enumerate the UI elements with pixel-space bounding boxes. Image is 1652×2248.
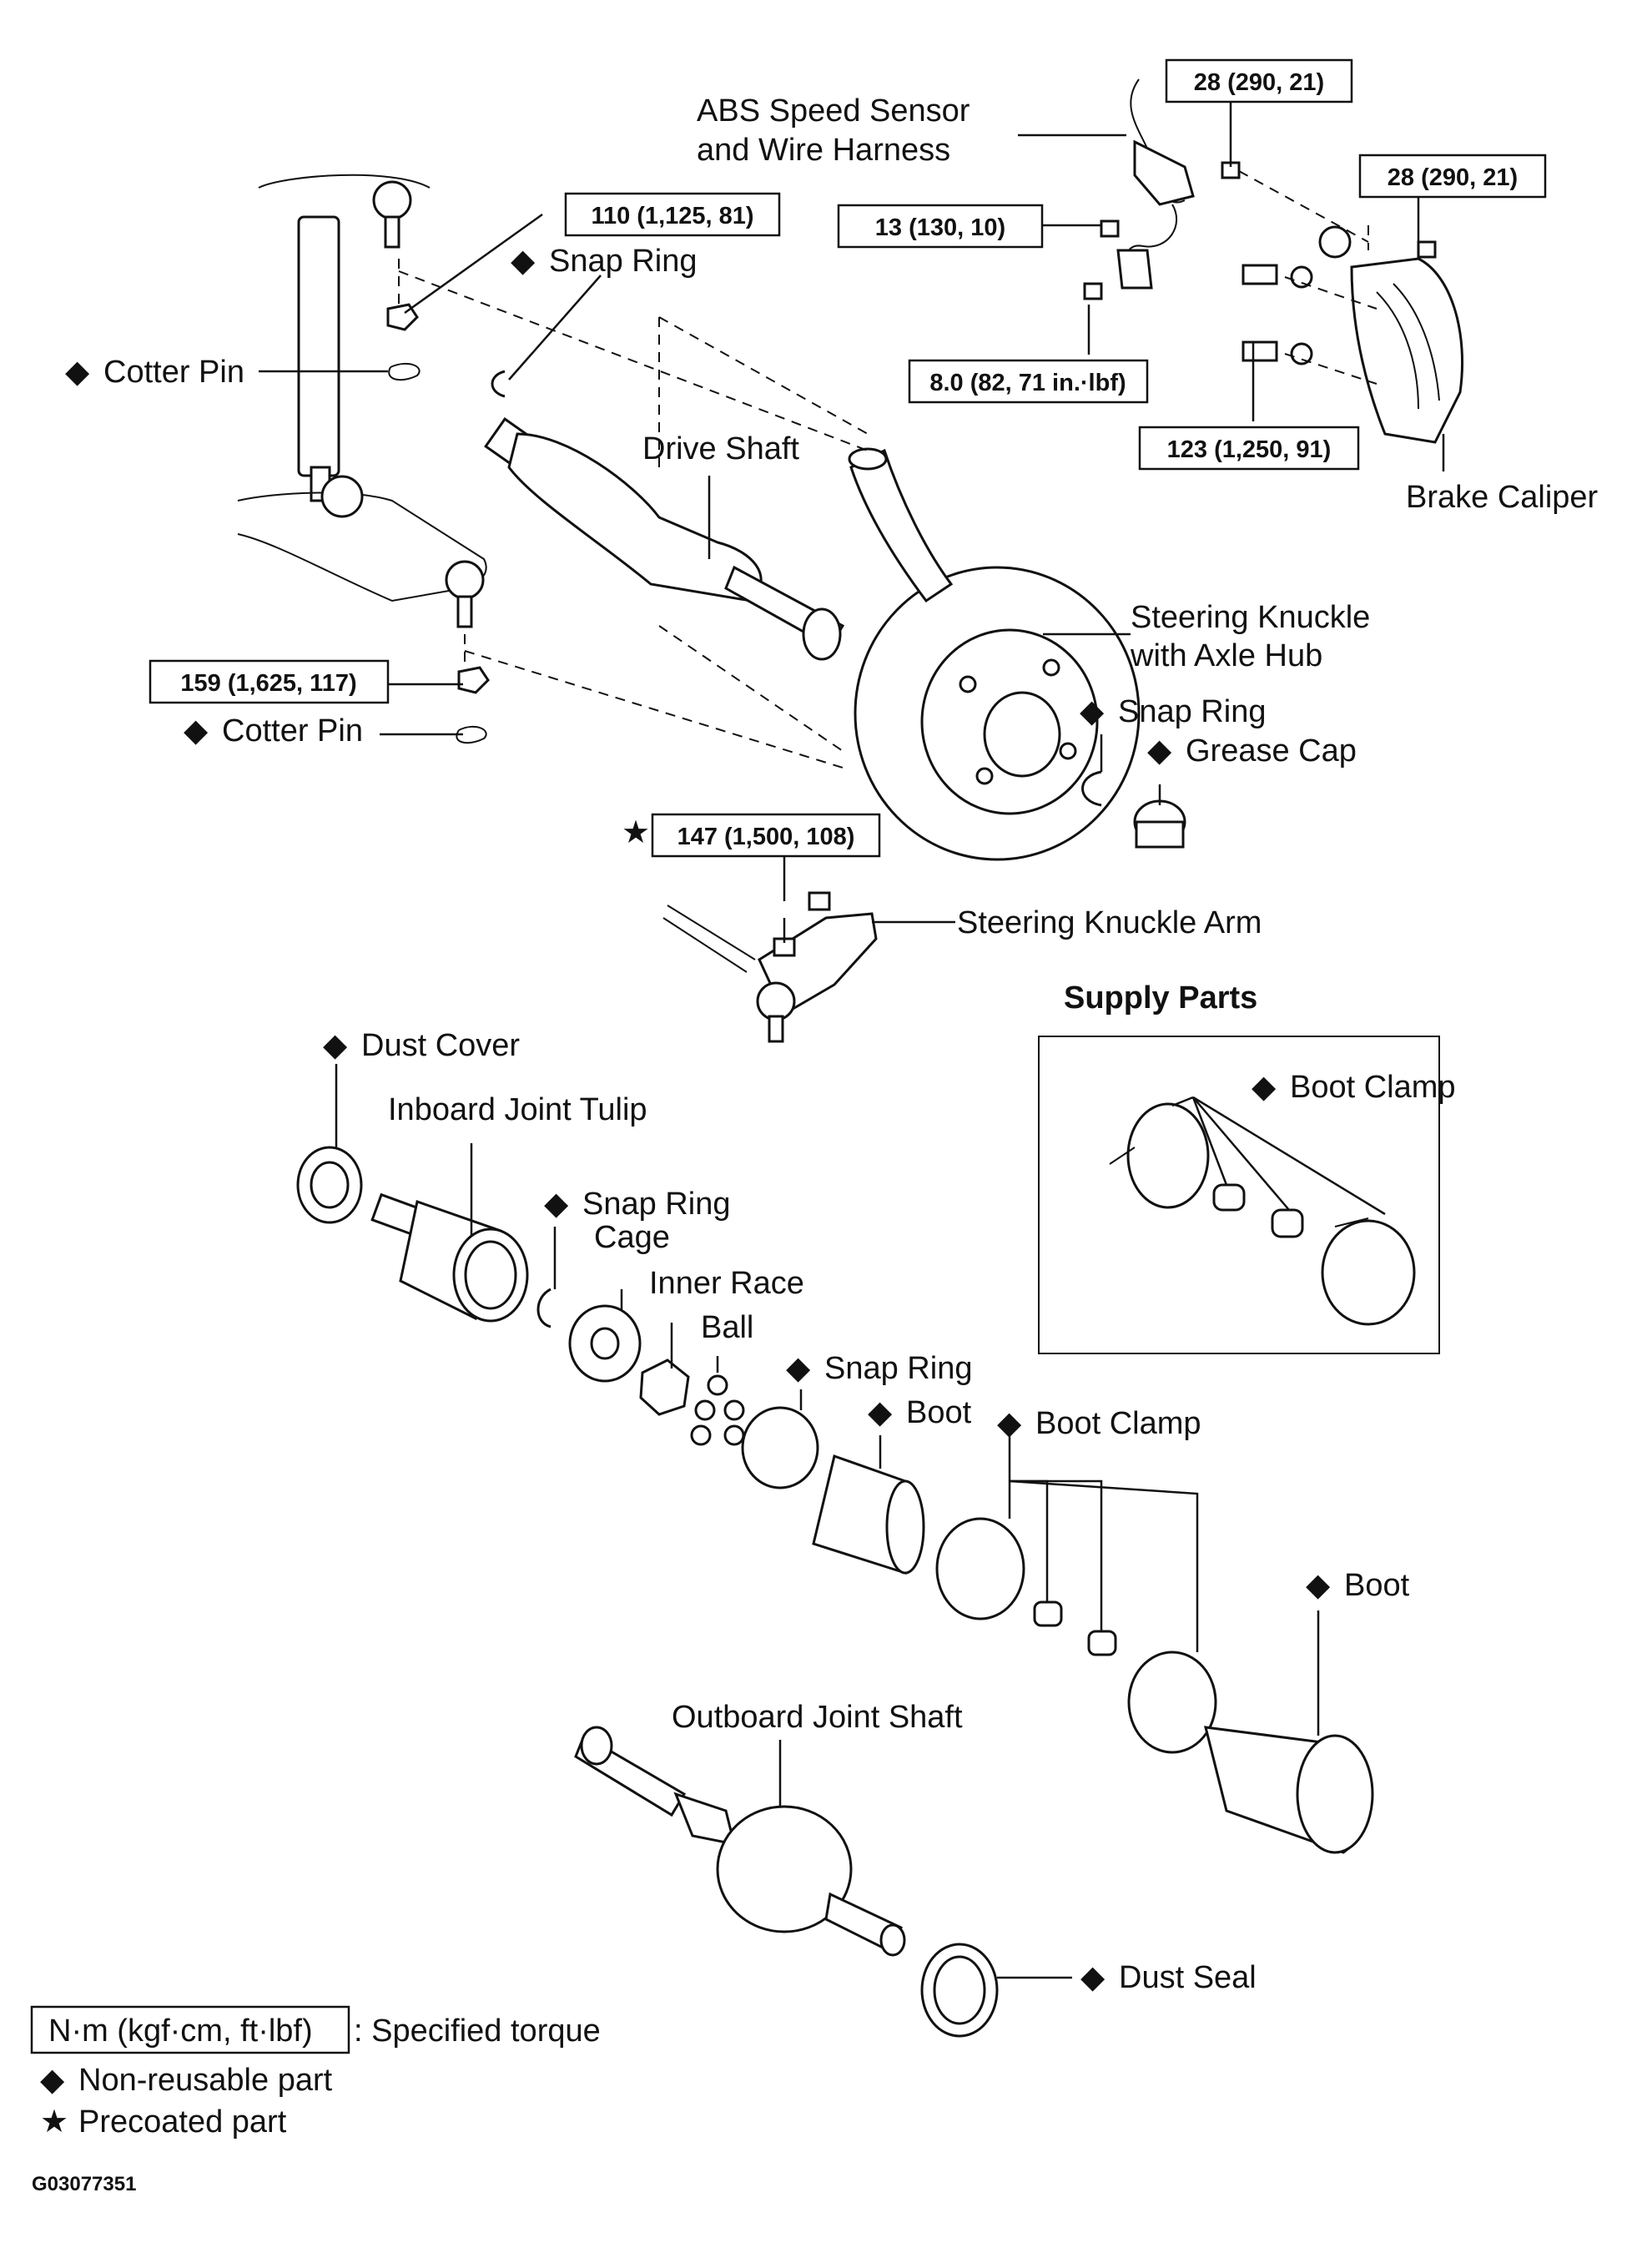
label-knuckle-line2: with Axle Hub xyxy=(1130,638,1322,673)
label-boot-inner: Boot xyxy=(906,1395,972,1430)
upper-nut-parts xyxy=(386,303,506,744)
label-abs-sensor-line2: and Wire Harness xyxy=(697,133,950,168)
label-cage: Cage xyxy=(594,1220,670,1255)
label-outboard-joint-shaft: Outboard Joint Shaft xyxy=(672,1700,963,1735)
leader-lines xyxy=(259,100,1445,1979)
torque-spec-t6: 123 (1,250, 91) xyxy=(1138,426,1360,471)
abs-sensor-drawing xyxy=(1083,78,1241,300)
torque-spec-t4: 13 (130, 10) xyxy=(837,204,1044,249)
torque-spec-t1: 28 (290, 21) xyxy=(1165,58,1353,103)
torque-text: 28 (290, 21) xyxy=(1388,164,1518,191)
label-snap-ring-cage: Snap Ring xyxy=(582,1187,730,1222)
torque-text: 8.0 (82, 71 in.·lbf) xyxy=(929,370,1126,396)
diamond-icon: ◆ xyxy=(997,1406,1022,1441)
star-icon: ★ xyxy=(40,2104,68,2140)
diamond-icon: ◆ xyxy=(1306,1568,1331,1603)
legend-non-reusable: Non-reusable part xyxy=(78,2063,333,2098)
diamond-icon: ◆ xyxy=(1080,694,1105,729)
torque-spec-t3: 110 (1,125, 81) xyxy=(564,192,781,237)
label-drive-shaft: Drive Shaft xyxy=(642,431,799,466)
diamond-icon: ◆ xyxy=(868,1395,893,1430)
diamond-icon: ◆ xyxy=(65,355,90,390)
diamond-icon: ◆ xyxy=(544,1187,569,1222)
legend-torque-box xyxy=(30,2005,350,2054)
label-grease-cap: Grease Cap xyxy=(1186,733,1357,769)
label-inner-race: Inner Race xyxy=(649,1266,804,1301)
label-snap-ring-mid: Snap Ring xyxy=(824,1351,972,1386)
label-brake-caliper: Brake Caliper xyxy=(1406,480,1599,515)
torque-spec-t5: 8.0 (82, 71 in.·lbf) xyxy=(908,359,1149,404)
label-supply-parts: Supply Parts xyxy=(1064,980,1257,1016)
brake-caliper-drawing xyxy=(1242,225,1463,444)
torque-text: 28 (290, 21) xyxy=(1194,69,1324,96)
diamond-icon: ◆ xyxy=(184,713,209,748)
label-knuckle-arm: Steering Knuckle Arm xyxy=(957,905,1262,940)
label-boot-clamp-supply: Boot Clamp xyxy=(1290,1070,1456,1105)
diamond-icon: ◆ xyxy=(1252,1070,1277,1105)
diamond-icon: ◆ xyxy=(786,1351,811,1386)
legend: N·m (kgf·cm, ft·lbf) : Specified torque … xyxy=(30,2005,601,2195)
legend-torque-box-text: N·m (kgf·cm, ft·lbf) xyxy=(48,2014,313,2049)
torque-spec-t2: 28 (290, 21) xyxy=(1358,154,1547,199)
torque-spec-t7: 159 (1,625, 117) xyxy=(149,659,390,704)
label-ball: Ball xyxy=(701,1310,753,1345)
label-snap-ring-hub: Snap Ring xyxy=(1118,694,1266,729)
boot-and-clamps-drawing xyxy=(741,1406,1374,1854)
outboard-joint-shaft-drawing xyxy=(574,1726,999,2038)
inboard-joint-drawing xyxy=(296,1146,745,1446)
torque-text: 147 (1,500, 108) xyxy=(677,824,855,850)
torque-spec-t8: ★ 147 (1,500, 108) xyxy=(622,813,881,858)
torque-text: 13 (130, 10) xyxy=(875,214,1005,241)
label-cotter-pin-upper: Cotter Pin xyxy=(103,355,244,390)
label-knuckle-line1: Steering Knuckle xyxy=(1131,600,1370,635)
diamond-icon: ◆ xyxy=(40,2063,65,2098)
supply-parts-box xyxy=(1038,1036,1440,1354)
assembly-lines xyxy=(398,170,1378,769)
knuckle-arm-drawing xyxy=(662,891,878,1043)
label-cotter-pin-lower: Cotter Pin xyxy=(222,713,363,748)
label-snap-ring-upper: Snap Ring xyxy=(549,244,697,279)
strut-assembly xyxy=(237,174,487,628)
supply-boot-clamps-drawing xyxy=(1109,1102,1416,1326)
figure-code: G03077351 xyxy=(32,2173,136,2195)
label-inboard-joint-tulip: Inboard Joint Tulip xyxy=(388,1092,647,1127)
label-dust-cover: Dust Cover xyxy=(361,1028,520,1063)
diamond-icon: ◆ xyxy=(323,1028,348,1063)
diamond-icon: ◆ xyxy=(1147,733,1172,769)
label-dust-seal: Dust Seal xyxy=(1119,1960,1257,1995)
torque-text: 110 (1,125, 81) xyxy=(591,203,753,229)
precoated-star-icon: ★ xyxy=(622,815,650,850)
torque-text: 159 (1,625, 117) xyxy=(180,670,356,697)
drive-shaft-drawing xyxy=(484,417,845,661)
torque-text: 123 (1,250, 91) xyxy=(1167,436,1332,463)
diamond-icon: ◆ xyxy=(1080,1960,1106,1995)
legend-torque-desc: : Specified torque xyxy=(354,2014,601,2049)
legend-precoated: Precoated part xyxy=(78,2104,287,2140)
label-boot-clamp-mid: Boot Clamp xyxy=(1035,1406,1201,1441)
steering-knuckle-hub-drawing xyxy=(848,447,1141,861)
label-boot-outer: Boot xyxy=(1344,1568,1410,1603)
diamond-icon: ◆ xyxy=(511,244,536,279)
label-abs-sensor-line1: ABS Speed Sensor xyxy=(697,93,970,129)
